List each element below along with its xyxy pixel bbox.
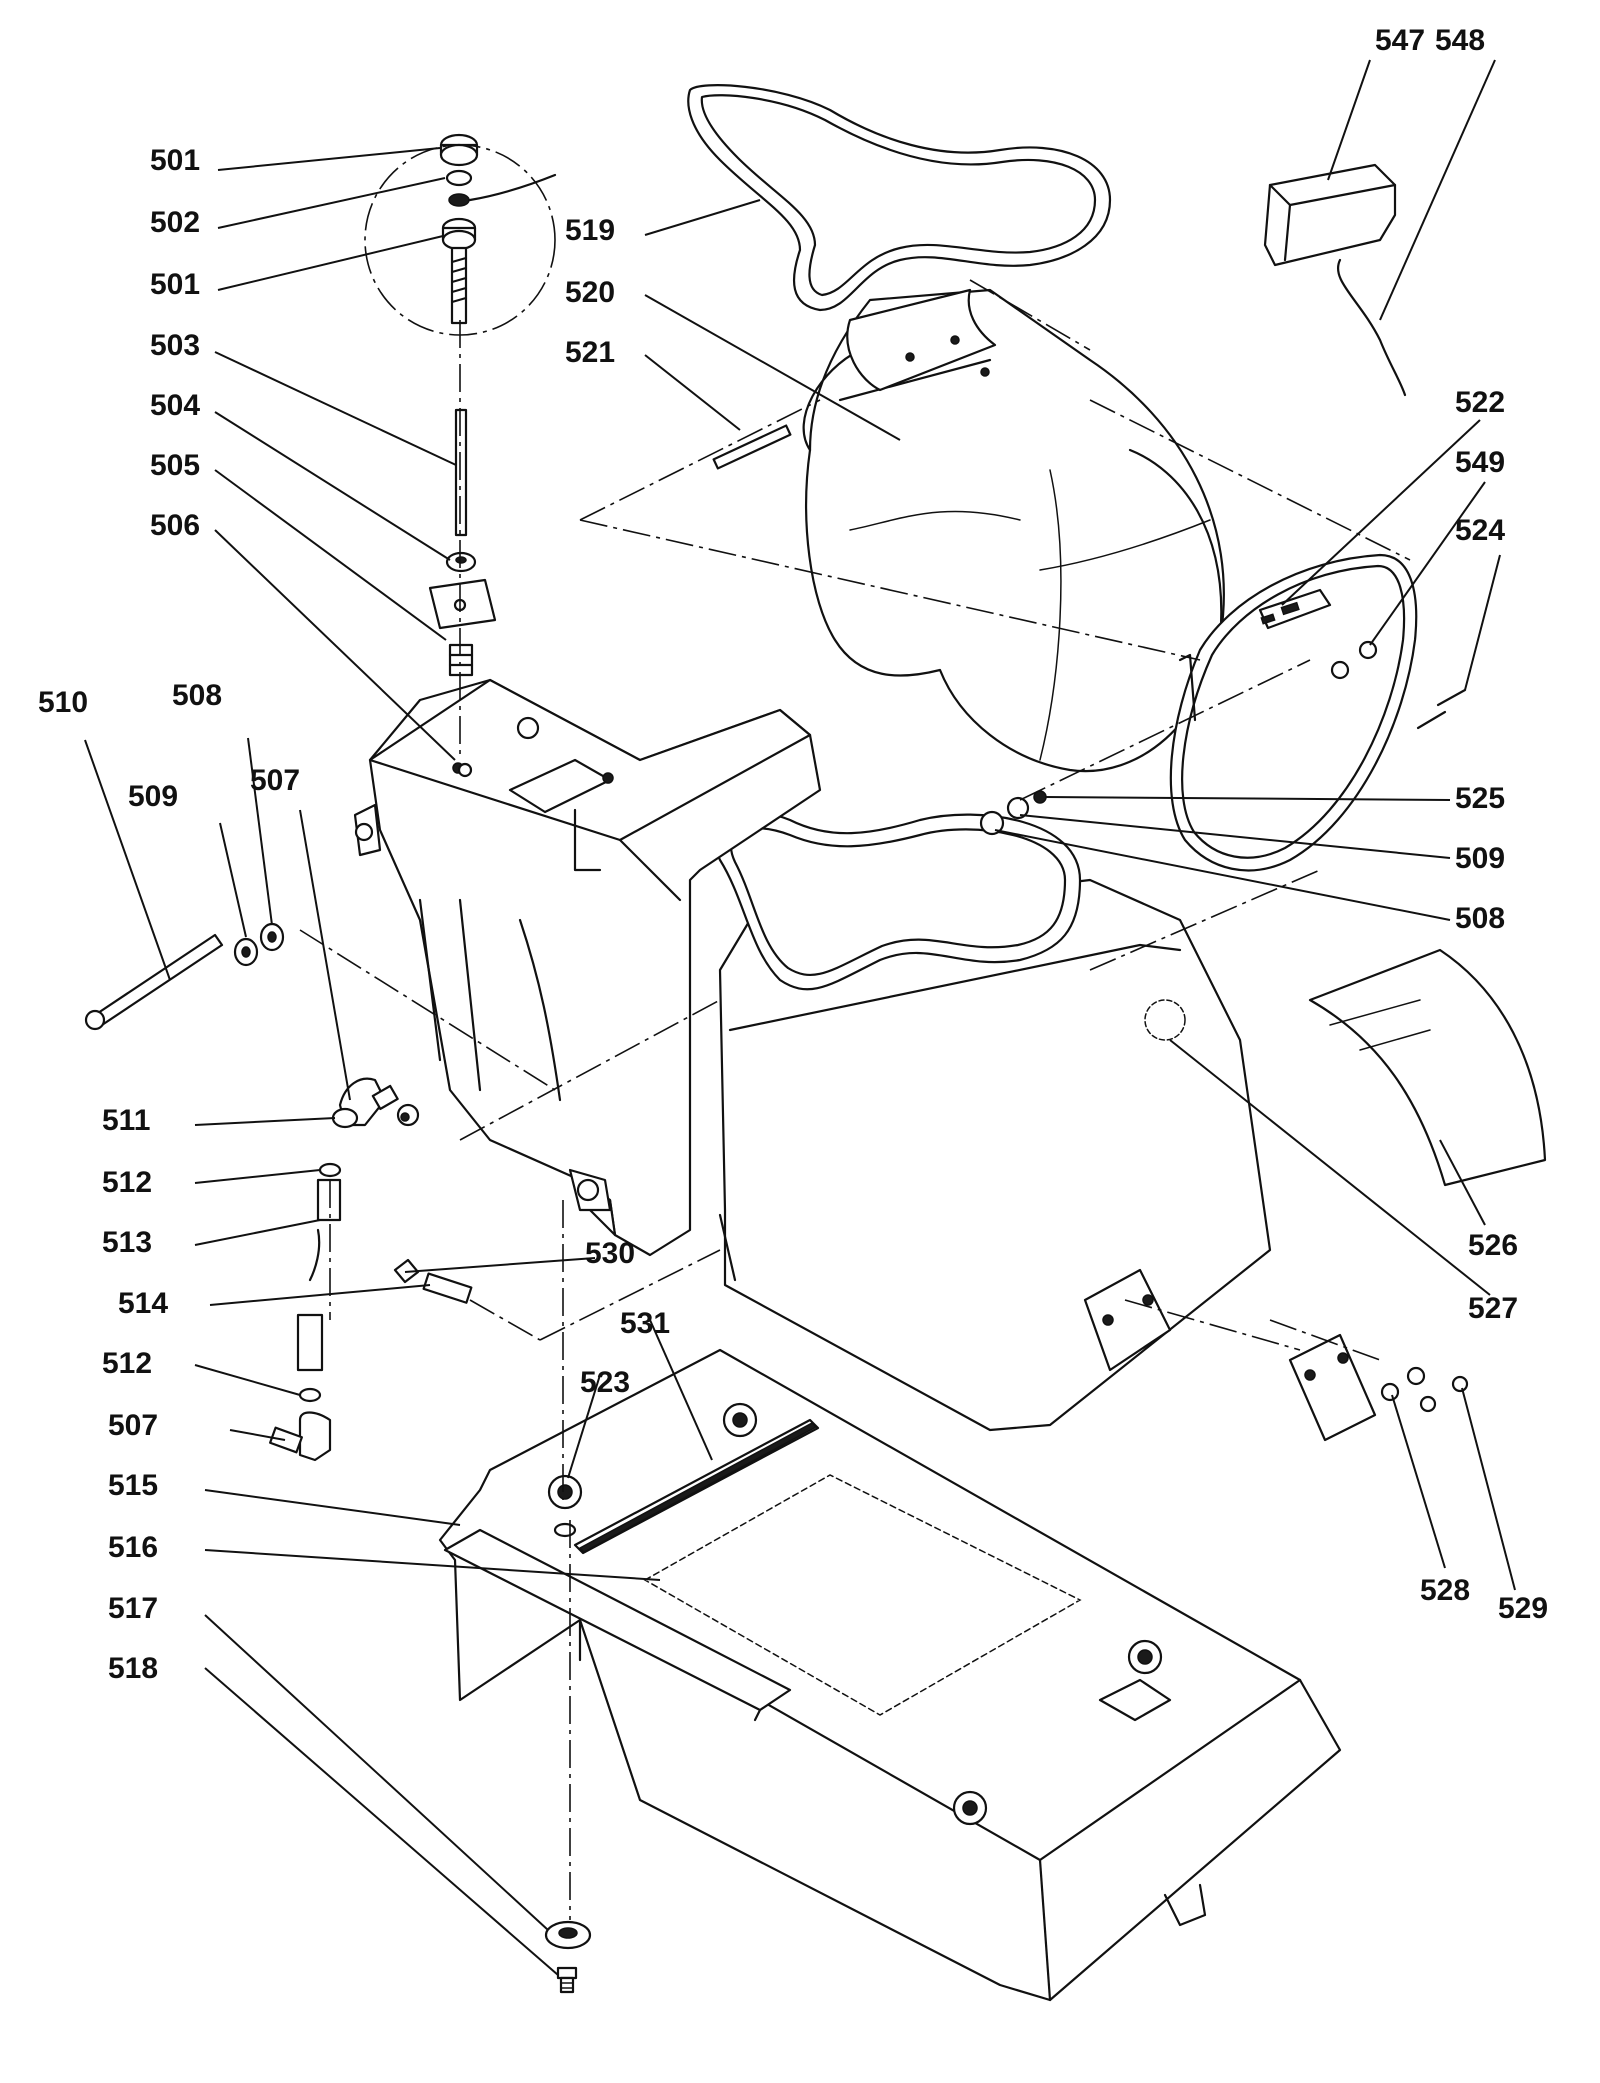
washer-right	[979, 790, 1047, 836]
label-509-left: 509	[128, 780, 178, 813]
label-527: 527	[1468, 1292, 1518, 1325]
coin-tray	[1263, 163, 1407, 397]
drum-housing	[713, 811, 1272, 1432]
control-housing	[353, 678, 822, 1257]
label-504: 504	[150, 389, 200, 422]
tray-washer	[1127, 1639, 1163, 1675]
washer-left	[233, 922, 285, 967]
label-526: 526	[1468, 1229, 1518, 1262]
label-520: 520	[565, 276, 615, 309]
label-517: 517	[108, 1592, 158, 1625]
label-511: 511	[102, 1104, 150, 1137]
trim-ring	[1169, 553, 1418, 872]
label-502: 502	[150, 206, 200, 239]
label-529: 529	[1498, 1592, 1548, 1625]
label-515: 515	[108, 1469, 158, 1502]
label-513: 513	[102, 1226, 152, 1259]
long-bolt	[84, 933, 224, 1031]
label-522: 522	[1455, 386, 1505, 419]
adjust-rod	[428, 408, 497, 677]
label-508-right: 508	[1455, 902, 1505, 935]
label-505: 505	[150, 449, 200, 482]
label-501-top: 501	[150, 144, 200, 177]
hose-assembly	[269, 1077, 420, 1462]
rear-cover	[1308, 948, 1547, 1187]
label-506: 506	[150, 509, 200, 542]
label-503: 503	[150, 329, 200, 362]
label-528: 528	[1420, 1574, 1470, 1607]
label-507-top: 507	[250, 764, 300, 797]
label-549: 549	[1455, 446, 1505, 479]
tray-washer	[952, 1790, 988, 1826]
leader-lines	[84, 59, 1516, 1976]
label-514: 514	[118, 1287, 168, 1320]
side-bracket	[1288, 1333, 1469, 1442]
part-labels: 501 502 501 503 504 505 506 510 508 509 …	[38, 24, 1548, 1685]
label-516: 516	[108, 1531, 158, 1564]
nut-stack	[439, 133, 557, 325]
alignment-lines	[299, 279, 1411, 1920]
foot-screw	[556, 1966, 578, 1994]
label-548: 548	[1435, 24, 1485, 57]
label-507-bottom: 507	[108, 1409, 158, 1442]
fitting	[393, 1258, 473, 1304]
label-530: 530	[585, 1237, 635, 1270]
label-519: 519	[565, 214, 615, 247]
label-512-bottom: 512	[102, 1347, 152, 1380]
label-547: 547	[1375, 24, 1425, 57]
label-509-right: 509	[1455, 842, 1505, 875]
label-508-left: 508	[172, 679, 222, 712]
base-tray	[438, 1348, 1342, 2002]
label-512-top: 512	[102, 1166, 152, 1199]
label-525: 525	[1455, 782, 1505, 815]
label-518: 518	[108, 1652, 158, 1685]
cylinder-shroud	[802, 288, 1225, 773]
ring-fasteners	[1330, 640, 1467, 730]
tray-washer	[547, 1474, 583, 1510]
label-521: 521	[565, 336, 615, 369]
label-501-bottom: 501	[150, 268, 200, 301]
label-524: 524	[1455, 514, 1505, 547]
foot-washer	[544, 1920, 592, 1950]
gasket	[687, 84, 1112, 312]
tray-washer	[722, 1402, 758, 1438]
pin	[712, 424, 792, 470]
label-510: 510	[38, 686, 88, 719]
label-531: 531	[620, 1307, 670, 1340]
label-523: 523	[580, 1366, 630, 1399]
